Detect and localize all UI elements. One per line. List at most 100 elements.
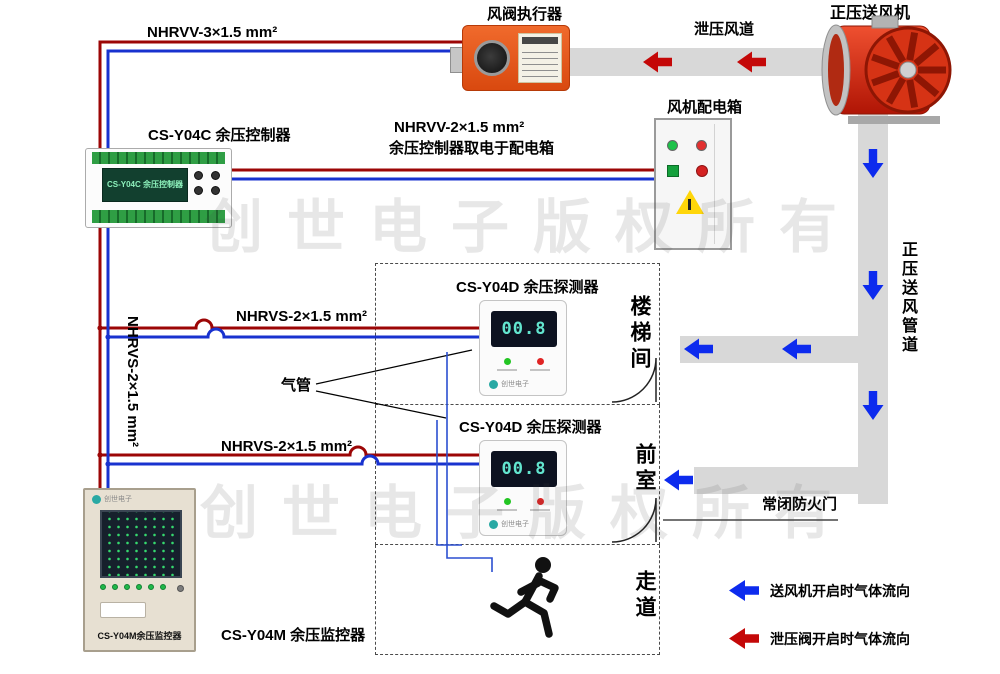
status-led (148, 584, 154, 590)
blue-arrow-icon (729, 580, 759, 601)
legend-text-supply: 送风机开启时气体流向 (770, 582, 910, 599)
status-led (100, 584, 106, 590)
pressure-detector-1: 00.8 创世电子 (479, 300, 567, 396)
brand-mark: 创世电子 (92, 494, 132, 504)
actuator-knob (474, 40, 510, 76)
zone-stairwell (375, 263, 660, 405)
terminal-strip (92, 210, 225, 223)
brand-logo-icon (489, 379, 498, 389)
cable-label-nhrvs-row1: NHRVS-2×1.5 mm² (236, 308, 368, 325)
damper-actuator-device (450, 25, 570, 93)
red-arrow-icon (729, 628, 759, 649)
pressure-value: 00.8 (501, 319, 547, 339)
leader-line (315, 390, 447, 419)
pressure-value: 00.8 (501, 459, 547, 479)
green-led (504, 358, 511, 365)
warning-mark (688, 199, 691, 210)
fan-hub (899, 61, 917, 79)
fan-inlet (828, 34, 844, 106)
cable-label-nhrvs-vertical: NHRVS-2×1.5 mm² (124, 316, 141, 448)
monitor-panel-label: CS-Y04M余压监控器 (97, 631, 182, 641)
legend-relief-flow: 泄压阀开启时气体流向 (727, 626, 910, 651)
pressure-monitor-cabinet: 创世电子 CS-Y04M余压监控器 (83, 488, 196, 652)
fan-distribution-box (654, 118, 732, 250)
controller-button (211, 171, 220, 180)
controller-lcd: CS-Y04C 余压控制器 (102, 168, 188, 202)
fire-doors (611, 357, 838, 543)
wires-red (97, 40, 658, 492)
blue-flow-arrow-left (664, 469, 693, 491)
keyhole (177, 585, 184, 592)
status-led (124, 584, 130, 590)
legend-supply-flow: 送风机开启时气体流向 (727, 578, 910, 603)
sticker-text-lines (522, 47, 558, 80)
brand-text: 创世电子 (501, 521, 529, 528)
monitor-led-row (100, 584, 166, 590)
air-tube-leader-lines (315, 349, 473, 419)
cable-note-nhrvv2: 余压控制器取电于配电箱 (389, 140, 555, 157)
cable-label-nhrvv2: NHRVV-2×1.5 mm² (394, 119, 525, 136)
room-label-corridor: 走道 (633, 570, 656, 622)
door-swing-1 (611, 357, 657, 403)
wire-red-controller-actuator (98, 40, 468, 150)
wire-red-detector1 (100, 318, 482, 330)
status-led (112, 584, 118, 590)
ducts (566, 48, 888, 504)
sticker-header (522, 37, 558, 44)
controller-label: CS-Y04C 余压控制器 (148, 127, 291, 144)
air-tube-line (446, 352, 493, 572)
fan-junction-box (871, 15, 899, 29)
door-swing-2 (611, 497, 657, 543)
brand-text: 创世电子 (104, 496, 132, 503)
controller-buttons (194, 171, 222, 195)
wire-blue-controller-actuator (106, 49, 464, 150)
zone-corridor (375, 545, 660, 655)
stop-button (696, 165, 708, 177)
runner-icon (490, 557, 559, 638)
brand-mark: 创世电子 (489, 519, 529, 529)
fan-graphic (821, 15, 952, 124)
distribution-box-label: 风机配电箱 (667, 99, 743, 116)
zone-front-room (375, 405, 660, 545)
start-button (667, 165, 679, 177)
red-led (537, 498, 544, 505)
led-caption-bar (530, 509, 550, 511)
brand-logo-icon (489, 519, 498, 529)
relief-duct-label: 泄压风道 (694, 21, 755, 38)
fan-base (848, 116, 940, 124)
brand-mark: 创世电子 (489, 379, 529, 389)
led-caption-bar (497, 509, 517, 511)
red-indicator-light (696, 140, 707, 151)
air-tube-line (436, 420, 462, 546)
status-led (160, 584, 166, 590)
controller-button (211, 186, 220, 195)
air-tubes (436, 352, 493, 572)
led-caption-bar (530, 369, 550, 371)
cable-label-nhrvv3: NHRVV-3×1.5 mm² (147, 24, 278, 41)
red-led (537, 358, 544, 365)
room-label-front-room: 前室 (633, 443, 656, 495)
led-caption-bar (497, 369, 517, 371)
actuator-label: 风阀执行器 (487, 6, 563, 23)
legend-arrow-shape (729, 628, 759, 649)
detector1-title: CS-Y04D 余压探测器 (456, 279, 599, 296)
air-tube-label: 气管 (281, 377, 312, 394)
fire-door-label: 常闭防火门 (762, 496, 838, 513)
wire-blue-detector1 (108, 327, 482, 339)
brand-logo-icon (92, 494, 101, 504)
actuator-label-sticker (518, 33, 562, 83)
legend-arrow-shape (729, 580, 759, 601)
leader-line (315, 349, 473, 385)
wire-blue-detector2 (108, 454, 482, 466)
relief-duct (566, 48, 836, 76)
terminal-strip (92, 152, 225, 164)
monitor-label: CS-Y04M 余压监控器 (221, 627, 366, 644)
supply-fan-device (820, 14, 954, 126)
detector2-title: CS-Y04D 余压探测器 (459, 419, 602, 436)
cable-label-nhrvs-row2: NHRVS-2×1.5 mm² (221, 438, 353, 455)
controller-button (194, 171, 203, 180)
detector-display: 00.8 (491, 451, 557, 487)
room-label-stairwell: 楼梯间 (628, 295, 651, 373)
